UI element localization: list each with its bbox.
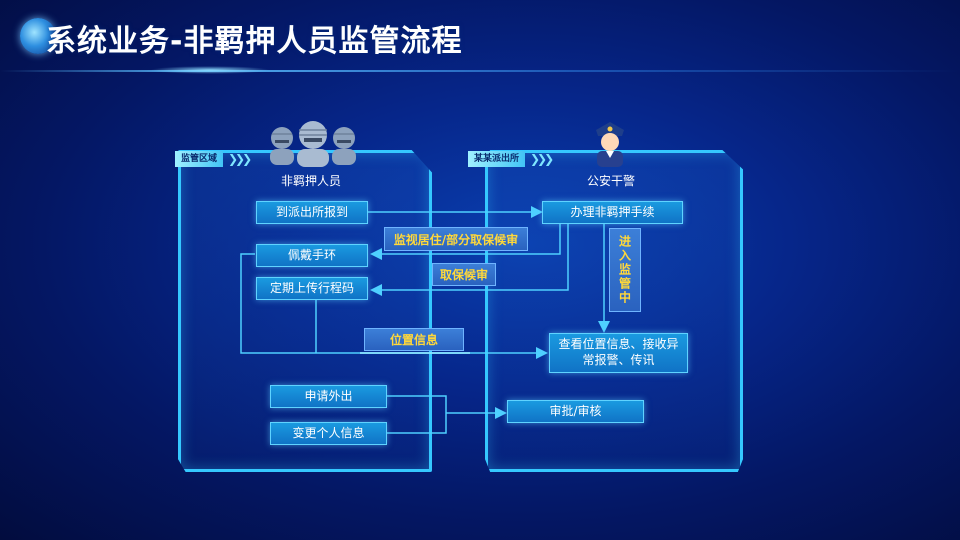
monitor-location-box: 查看位置信息、接收异常报警、传讯 [549, 333, 688, 373]
handle-procedure-box: 办理非羁押手续 [542, 201, 683, 224]
detainee-role-label: 非羁押人员 [281, 174, 342, 188]
supervision-area-tag: 监管区域 [175, 151, 224, 167]
page-title: 系统业务-非羁押人员监管流程 [46, 24, 463, 59]
bracelet-step-box: 佩戴手环 [256, 244, 368, 267]
header-glow [150, 66, 270, 74]
supervision-bail-label: 监视居住/部分取保候审 [384, 227, 528, 251]
tag-arrows-icon: ❯❯❯ [530, 152, 554, 166]
tag-arrows-icon: ❯❯❯ [228, 152, 252, 166]
change-info-step-box: 变更个人信息 [270, 422, 387, 445]
upload-step-box: 定期上传行程码 [256, 277, 368, 300]
location-info-label: 位置信息 [364, 328, 464, 351]
globe-icon [20, 18, 56, 54]
police-officer-icon [596, 122, 624, 167]
connector-handle-to-upload [370, 224, 569, 296]
connector-handle-to-bracelet [370, 224, 561, 260]
bail-label: 取保候审 [432, 263, 496, 286]
connector-requests-merge [386, 395, 447, 434]
police-station-tag: 某某派出所 [468, 151, 526, 167]
police-role-label: 公安干警 [587, 174, 636, 188]
report-step-box: 到派出所报到 [256, 201, 368, 224]
header-divider [0, 70, 960, 72]
enter-monitoring-label: 进入监管中 [609, 228, 641, 312]
apply-step-box: 申请外出 [270, 385, 387, 408]
suspects-group-icon [270, 121, 356, 167]
approve-box: 审批/审核 [507, 400, 644, 423]
